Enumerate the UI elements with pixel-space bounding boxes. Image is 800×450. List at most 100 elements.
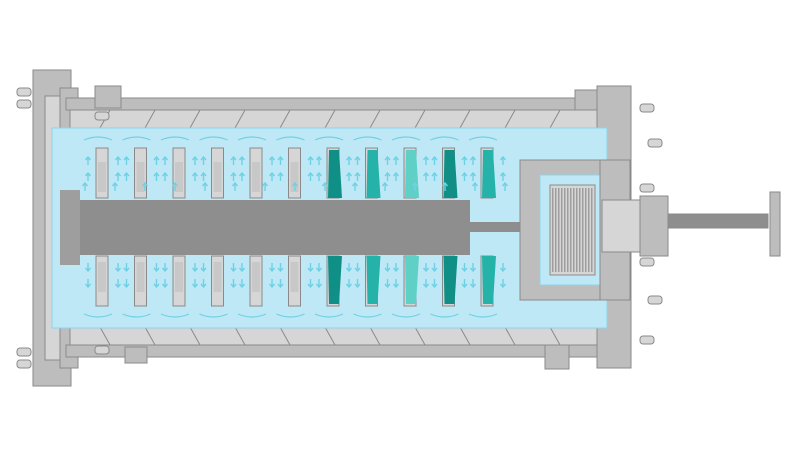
lower-impeller-blade [136, 262, 145, 292]
flow-arrow-icon [238, 155, 246, 165]
flow-arrow-icon [354, 155, 361, 165]
seal-tooth [576, 188, 578, 272]
flow-arrow-icon [422, 263, 430, 273]
flow-arrow-icon [499, 171, 507, 181]
flow-arrow-icon [230, 263, 237, 273]
flow-arrow-icon [199, 313, 228, 318]
flow-arrow-icon [307, 279, 314, 289]
flow-arrow-icon [191, 155, 199, 165]
flow-arrow-icon [392, 279, 400, 289]
flow-arrow-icon [84, 263, 92, 273]
flow-arrow-icon [431, 171, 438, 181]
flow-arrow-icon [315, 279, 323, 289]
flow-arrow-icon [422, 279, 430, 289]
flow-arrow-icon [315, 263, 323, 273]
flow-arrow-icon [469, 155, 477, 165]
flow-arrow-icon [354, 171, 361, 181]
bolt-icon [16, 99, 32, 109]
flow-arrow-icon [231, 181, 239, 191]
flow-arrow-icon [238, 171, 246, 181]
bolt-icon [94, 111, 110, 121]
flow-arrow-icon [276, 313, 305, 318]
top-shell-seam [369, 109, 381, 129]
bottom-shell-seam [189, 326, 201, 346]
upper-impeller-blade [98, 162, 106, 192]
flow-arrow-icon [499, 263, 507, 273]
flow-arrow-icon [122, 313, 151, 318]
bolt-icon [639, 335, 655, 345]
coupling-guard [639, 195, 669, 257]
bottom-right-nozzle [544, 344, 570, 370]
top-left-nozzle [94, 85, 122, 109]
flow-arrow-icon [114, 279, 122, 289]
flow-arrow-icon [422, 171, 430, 181]
bottom-shell-seam [234, 326, 246, 346]
flow-arrow-icon [430, 313, 459, 318]
flow-arrow-icon [268, 263, 276, 273]
flow-arrow-icon [469, 171, 477, 181]
flow-arrow-icon [321, 181, 329, 191]
upper-impeller-blade [136, 162, 145, 192]
flow-arrow-icon [468, 313, 498, 318]
flow-arrow-icon [83, 313, 113, 318]
bolt-icon [94, 345, 110, 355]
flow-arrow-icon [351, 181, 359, 191]
rotor-body [60, 190, 545, 265]
bottom-shell-seam [414, 326, 426, 346]
flow-arrow-icon [122, 136, 151, 141]
bottom-shell-seam [324, 326, 336, 346]
flow-arrow-icon [114, 155, 122, 165]
flow-arrow-icon [314, 313, 344, 318]
flow-arrow-icon [84, 171, 92, 181]
flow-arrow-icon [277, 263, 284, 273]
top-shell-seam [549, 109, 561, 129]
flow-arrow-icon [345, 263, 353, 273]
bearing-cap [601, 199, 641, 253]
seal-tooth [585, 188, 587, 272]
lower-impeller-blade [328, 256, 342, 304]
flow-arrow-icon [191, 279, 199, 289]
bottom-shell-seam [459, 326, 471, 346]
flow-arrow-icon [230, 171, 237, 181]
flow-arrow-icon [391, 313, 421, 318]
flow-arrow-icon [84, 279, 92, 289]
bolt-icon [647, 138, 663, 148]
bottom-shell-seam [504, 326, 516, 346]
upper-impeller-blade [482, 150, 496, 198]
flow-arrow-icon [200, 155, 207, 165]
flow-arrow-icon [307, 263, 314, 273]
upper-impeller-blade [290, 162, 299, 192]
upper-impeller-blade [175, 162, 183, 192]
flow-arrow-icon [237, 313, 267, 318]
flow-arrow-icon [277, 279, 284, 289]
flow-arrow-icon [384, 263, 391, 273]
flow-arrow-icon [160, 313, 190, 318]
flow-arrow-icon [461, 263, 468, 273]
shaft-coupling-icon [769, 191, 781, 257]
top-casing-rim [65, 97, 607, 111]
flow-arrow-icon [315, 171, 323, 181]
flow-arrow-icon [391, 136, 421, 141]
bottom-shell-seam [279, 326, 291, 346]
flow-arrow-icon [353, 136, 382, 141]
seal-tooth [567, 188, 569, 272]
flow-arrow-icon [237, 136, 267, 141]
flow-arrow-icon [84, 155, 92, 165]
discharge-end-assembly [519, 159, 781, 301]
upper-impeller-blade [366, 150, 381, 198]
flow-arrow-icon [268, 171, 276, 181]
bottom-shell-seam [144, 326, 156, 346]
flow-arrow-icon [238, 263, 246, 273]
lower-impeller-blade [252, 262, 260, 292]
flow-arrow-icon [123, 263, 130, 273]
flow-arrow-icon [114, 263, 122, 273]
flow-arrow-icon [111, 181, 119, 191]
seal-tooth [588, 188, 590, 272]
bolt-icon [16, 347, 32, 357]
top-shell-seam [504, 109, 516, 129]
flow-arrow-icon [161, 171, 169, 181]
flow-arrow-icon [153, 263, 160, 273]
seal-tooth [558, 188, 560, 272]
top-shell-seam [189, 109, 201, 129]
